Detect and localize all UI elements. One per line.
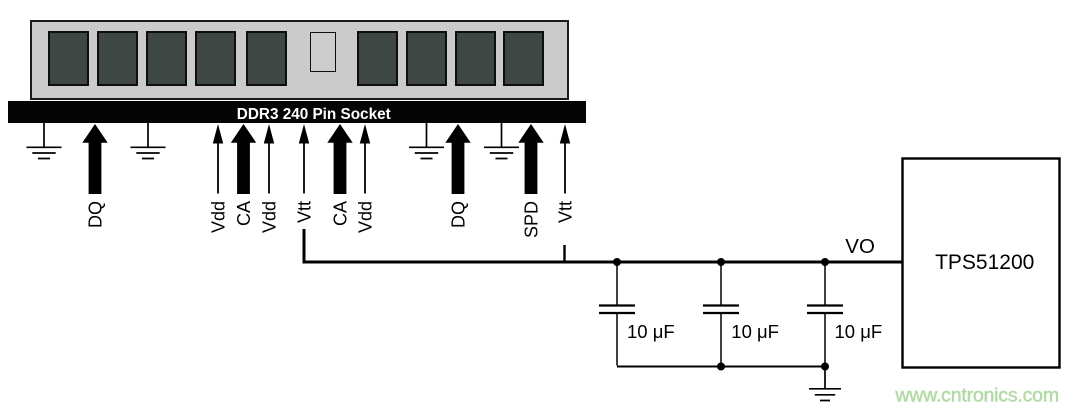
svg-text:DQ: DQ (86, 201, 106, 228)
svg-text:Vtt: Vtt (556, 201, 576, 223)
svg-text:10 μF: 10 μF (627, 321, 675, 342)
svg-text:DDR3 240 Pin Socket: DDR3 240 Pin Socket (237, 106, 391, 123)
svg-text:Vdd: Vdd (209, 201, 229, 233)
svg-text:www.cntronics.com: www.cntronics.com (894, 385, 1058, 407)
svg-text:CA: CA (234, 201, 254, 226)
svg-text:TPS51200: TPS51200 (935, 251, 1034, 274)
svg-text:DQ: DQ (449, 201, 469, 228)
svg-text:SPD: SPD (522, 201, 542, 238)
svg-text:VO: VO (845, 235, 875, 258)
svg-text:Vdd: Vdd (260, 201, 280, 233)
svg-text:CA: CA (331, 201, 351, 226)
svg-text:10 μF: 10 μF (835, 321, 883, 342)
svg-text:Vdd: Vdd (356, 201, 376, 233)
svg-text:Vtt: Vtt (295, 201, 315, 223)
svg-text:10 μF: 10 μF (731, 321, 779, 342)
